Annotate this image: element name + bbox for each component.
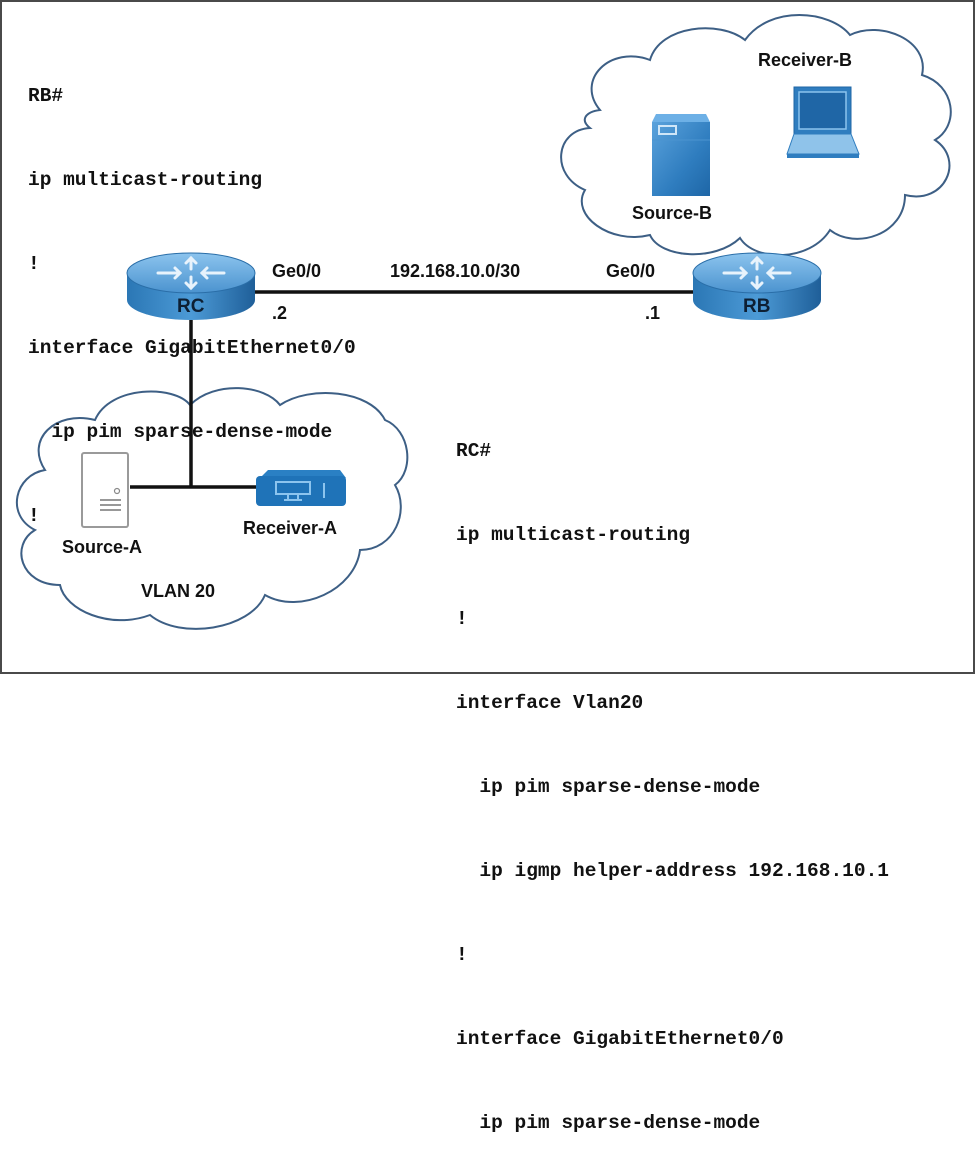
rb-config-line: ip multicast-routing <box>28 169 263 191</box>
receiver-b-label: Receiver-B <box>758 50 853 70</box>
rc-config-line: RC# <box>456 440 492 462</box>
subnet-label: 192.168.10.0/30 <box>390 261 521 281</box>
source-a-server-icon[interactable] <box>81 452 129 528</box>
rc-config-line: ip igmp helper-address 192.168.10.1 <box>456 860 889 882</box>
rc-config-line: interface GigabitEthernet0/0 <box>456 1028 784 1050</box>
rc-host-address-label: .2 <box>272 303 288 323</box>
rb-config-line: ! <box>28 505 40 527</box>
rb-config-line: RB# <box>28 85 64 107</box>
receiver-b-laptop-icon[interactable] <box>786 86 860 158</box>
rb-interface-label: Ge0/0 <box>606 261 656 281</box>
network-topology <box>16 14 952 630</box>
rc-config-line: interface Vlan20 <box>456 692 644 714</box>
rc-config-line: ! <box>456 608 468 630</box>
rc-interface-label: Ge0/0 <box>272 261 322 281</box>
receiver-a-label: Receiver-A <box>243 518 338 538</box>
rb-config-block: RB# ip multicast-routing ! interface Gig… <box>28 26 356 558</box>
rc-config-line: ip pim sparse-dense-mode <box>456 1112 761 1134</box>
cloud-site-b <box>560 14 952 256</box>
receiver-a-set-top-box-icon[interactable] <box>256 470 346 506</box>
router-rb-icon[interactable] <box>692 252 822 320</box>
rb-host-address-label: .1 <box>645 303 661 323</box>
source-b-server-icon[interactable] <box>652 114 710 196</box>
cloud-site-a <box>16 387 409 630</box>
rb-config-line: ip pim sparse-dense-mode <box>28 421 333 443</box>
router-rc-icon[interactable] <box>126 252 256 320</box>
source-a-label: Source-A <box>62 537 143 557</box>
rb-config-line: ! <box>28 253 40 275</box>
source-b-label: Source-B <box>632 203 713 223</box>
router-rc-label: RC <box>177 296 205 317</box>
vlan-label: VLAN 20 <box>141 581 216 601</box>
router-rb-label: RB <box>743 296 771 317</box>
rb-config-line: interface GigabitEthernet0/0 <box>28 337 356 359</box>
rc-config-line: ip pim sparse-dense-mode <box>456 776 761 798</box>
rc-config-line: ! <box>456 944 468 966</box>
rc-config-line: ip multicast-routing <box>456 524 691 546</box>
rc-config-block: RC# ip multicast-routing ! interface Vla… <box>456 381 889 1165</box>
